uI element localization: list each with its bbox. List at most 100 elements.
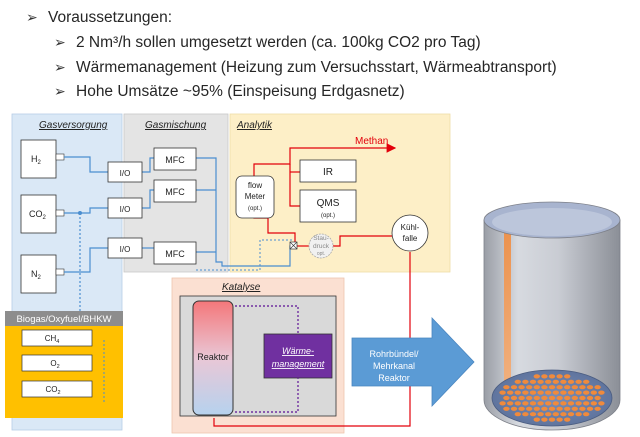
bullet-sub-3: ➢Hohe Umsätze ~95% (Einspeisung Erdgasne… — [54, 83, 405, 101]
analytik-title: Analytik — [236, 120, 273, 131]
tube-hole — [567, 401, 575, 406]
tube-hole — [522, 412, 529, 417]
gasversorgung-title: Gasversorgung — [39, 120, 108, 131]
tube-hole — [556, 374, 563, 379]
arrow-bullet-icon: ➢ — [26, 9, 38, 25]
arrow-bullet-icon: ➢ — [54, 83, 66, 99]
tube-hole — [537, 379, 544, 384]
tube-hole — [499, 401, 506, 406]
tube-hole — [518, 395, 525, 401]
svg-text:Reaktor: Reaktor — [197, 352, 229, 362]
svg-text:Kühl-: Kühl- — [401, 223, 420, 232]
svg-text:Wärme-: Wärme- — [282, 346, 314, 356]
tube-hole — [564, 406, 571, 411]
tube-hole — [567, 412, 575, 417]
arrow-bullet-icon: ➢ — [54, 59, 66, 75]
flow-meter-box: flow Meter (opt.) — [235, 175, 275, 219]
tube-hole — [514, 390, 521, 395]
mixed-dotted-link — [196, 246, 261, 271]
tube-hole — [541, 417, 548, 422]
tube-hole — [579, 385, 586, 390]
tube-hole — [571, 395, 578, 401]
tube-hole — [575, 390, 582, 395]
gas-lines — [64, 156, 294, 273]
tube-hole — [545, 412, 552, 417]
svg-text:CO2: CO2 — [29, 209, 47, 221]
svg-text:Rohrbündel/: Rohrbündel/ — [369, 349, 419, 359]
junction-dot — [78, 211, 82, 215]
tube-hole — [583, 390, 590, 395]
analytik-dotted-link — [259, 239, 292, 246]
tube-hole — [586, 406, 594, 411]
tube-hole — [586, 385, 594, 390]
io-box-3: I/O — [107, 237, 143, 259]
valve-icon — [289, 241, 298, 250]
co2-box-biogas: CO2 — [21, 380, 93, 398]
tube-hole — [529, 401, 537, 406]
tube-hole — [526, 385, 533, 390]
o2-box: O2 — [21, 354, 93, 372]
tube-hole — [575, 412, 582, 417]
tube-hole — [583, 379, 590, 384]
tube-hole — [514, 412, 521, 417]
tube-hole — [510, 385, 518, 390]
bullet-main: ➢Voraussetzungen: — [26, 9, 172, 27]
svg-text:(opt.): (opt.) — [248, 206, 262, 212]
tube-hole — [564, 374, 571, 379]
svg-text:H2: H2 — [31, 154, 42, 166]
tube-hole — [586, 395, 594, 401]
methan-label: Methan — [355, 136, 388, 147]
svg-text:management: management — [272, 359, 325, 369]
cylinder-reactor-3d — [483, 201, 621, 431]
bullet-sub-1: ➢2 Nm³/h sollen umgesetzt werden (ca. 10… — [54, 34, 481, 52]
tube-hole — [537, 390, 544, 395]
tube-hole — [579, 395, 586, 401]
tube-hole — [552, 401, 559, 406]
tube-hole — [503, 395, 510, 401]
tube-hole — [548, 385, 556, 390]
tube-hole — [598, 390, 605, 395]
tube-hole — [522, 401, 529, 406]
tube-hole — [579, 406, 586, 411]
tube-hole — [548, 395, 556, 401]
tube-hole — [545, 379, 552, 384]
tube-hole — [560, 379, 567, 384]
tube-hole — [575, 379, 582, 384]
tube-hole — [564, 385, 571, 390]
tube-hole — [503, 406, 510, 411]
tube-hole — [526, 406, 533, 411]
tube-hole — [529, 412, 537, 417]
tube-hole — [529, 390, 537, 395]
svg-text:CO2: CO2 — [45, 385, 60, 396]
tube-hole — [598, 401, 605, 406]
tube-hole — [533, 385, 540, 390]
tube-hole — [537, 401, 544, 406]
tube-hole — [541, 406, 548, 411]
tube-hole — [507, 390, 514, 395]
svg-text:QMS: QMS — [317, 198, 340, 209]
arrow-bullet-icon: ➢ — [54, 34, 66, 50]
kuehlfalle-circle: Kühl- falle — [391, 214, 429, 252]
tube-hole — [556, 417, 563, 422]
tube-hole — [567, 379, 575, 384]
tube-hole — [552, 390, 559, 395]
svg-text:CH4: CH4 — [45, 334, 60, 345]
tube-hole — [567, 390, 575, 395]
tube-hole — [522, 390, 529, 395]
biogas-label: Biogas/Oxyfuel/BHKW — [16, 314, 111, 325]
tube-hole — [533, 395, 540, 401]
tube-hole — [571, 385, 578, 390]
tube-hole — [537, 412, 544, 417]
tube-hole — [560, 401, 567, 406]
tube-hole — [510, 406, 518, 411]
svg-text:IR: IR — [323, 167, 333, 178]
tube-hole — [533, 406, 540, 411]
tube-hole — [548, 417, 556, 422]
tube-hole — [552, 379, 559, 384]
tube-hole — [564, 395, 571, 401]
reaktor-vessel: Reaktor — [192, 300, 234, 416]
waermemanagement-box: Wärme- management — [263, 333, 333, 379]
tube-hole — [552, 412, 559, 417]
tube-hole — [560, 412, 567, 417]
